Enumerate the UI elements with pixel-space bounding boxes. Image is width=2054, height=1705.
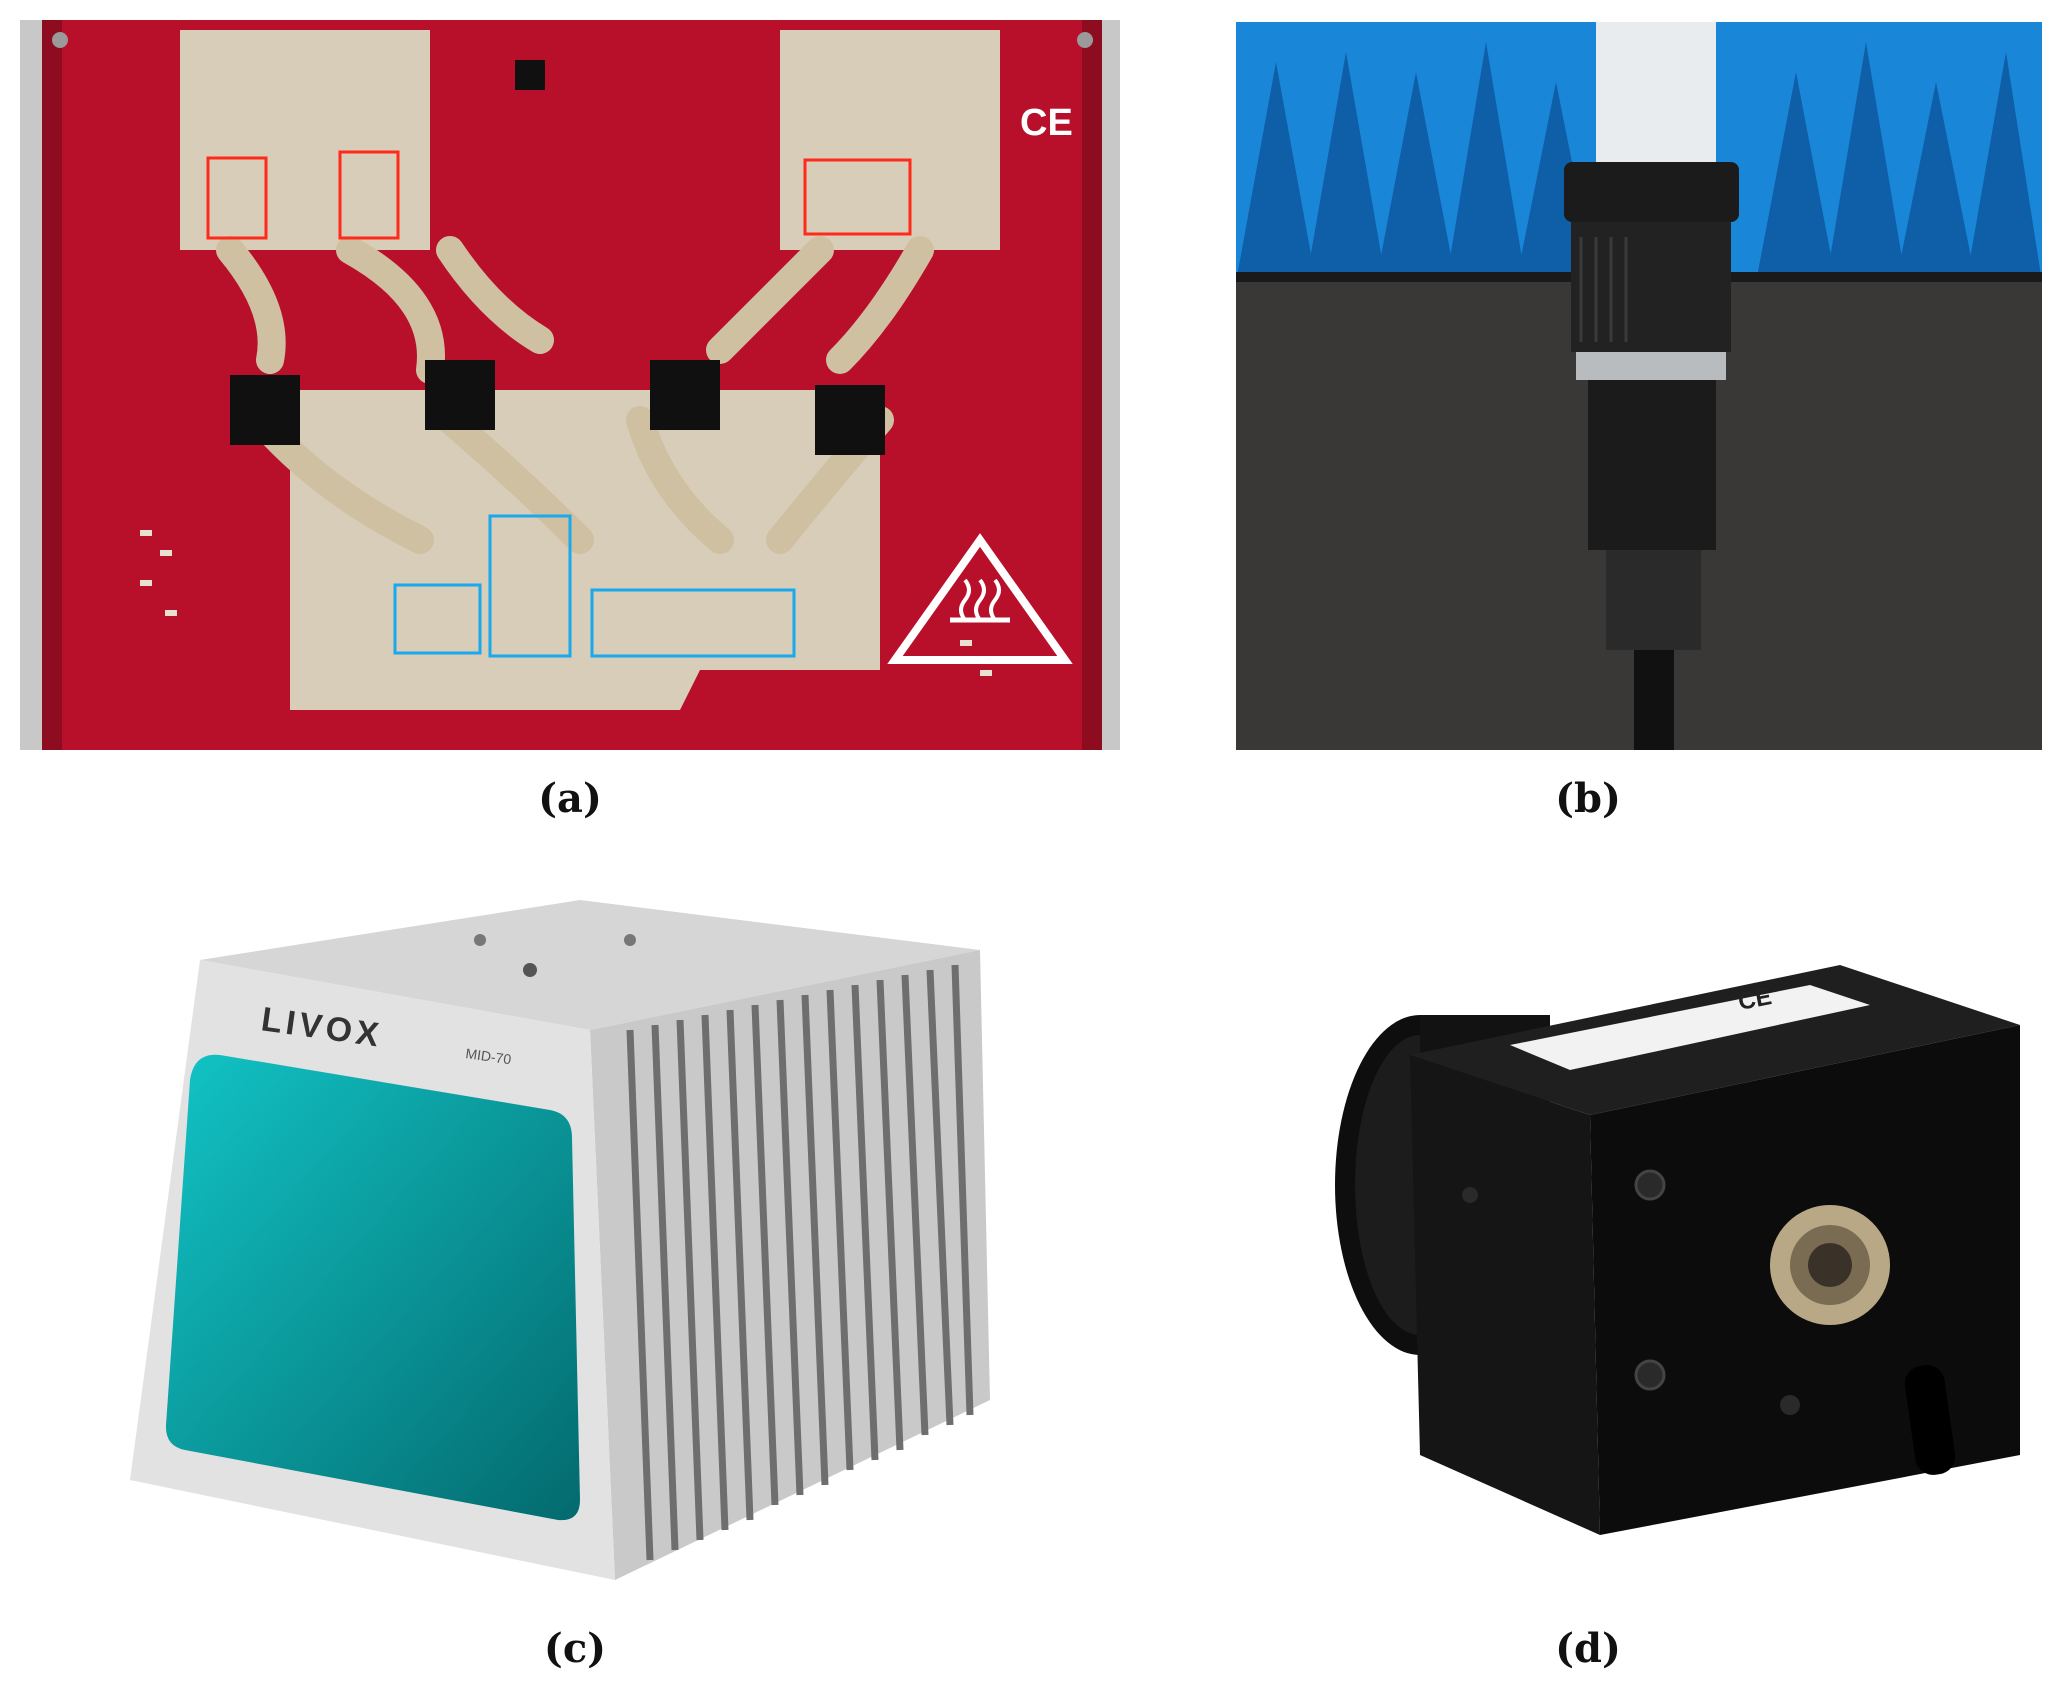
product-label [1510,985,1870,1070]
pcb-illustration: CE [20,20,1120,750]
red-highlight-box [338,150,400,240]
chip [230,375,300,445]
lens [1564,162,1739,222]
caption-c: (c) [543,1625,607,1672]
panel-a-pcb-photo: CE [20,20,1120,750]
lidar-model-label: MID-70 [465,1045,513,1067]
hot-surface-warning-icon [887,533,1073,664]
chip [650,360,720,430]
blue-highlight-box [393,583,482,655]
blue-highlight-box [488,514,572,658]
ce-mark: CE [1736,983,1774,1016]
chip [815,385,885,455]
red-highlight-box [206,156,268,240]
camera-scene-illustration [1236,22,2042,750]
blue-highlight-box [590,588,796,658]
cable [1634,650,1674,750]
red-highlight-box [803,158,912,236]
chip [425,360,495,430]
lidar-window [165,1054,580,1521]
ce-mark: CE [1020,102,1073,144]
panel-c-lidar-photo: LIVOX MID-70 [110,880,1030,1615]
caption-a: (a) [538,775,602,822]
caption-d: (d) [1555,1625,1621,1672]
lidar-illustration: LIVOX MID-70 [110,880,1030,1615]
camera-body [1588,380,1716,550]
panel-d-industrial-camera-photo: CE [1270,935,2030,1575]
industrial-camera-illustration: CE [1270,935,2030,1575]
panel-b-camera-photo [1236,22,2042,750]
caption-b: (b) [1555,775,1621,822]
